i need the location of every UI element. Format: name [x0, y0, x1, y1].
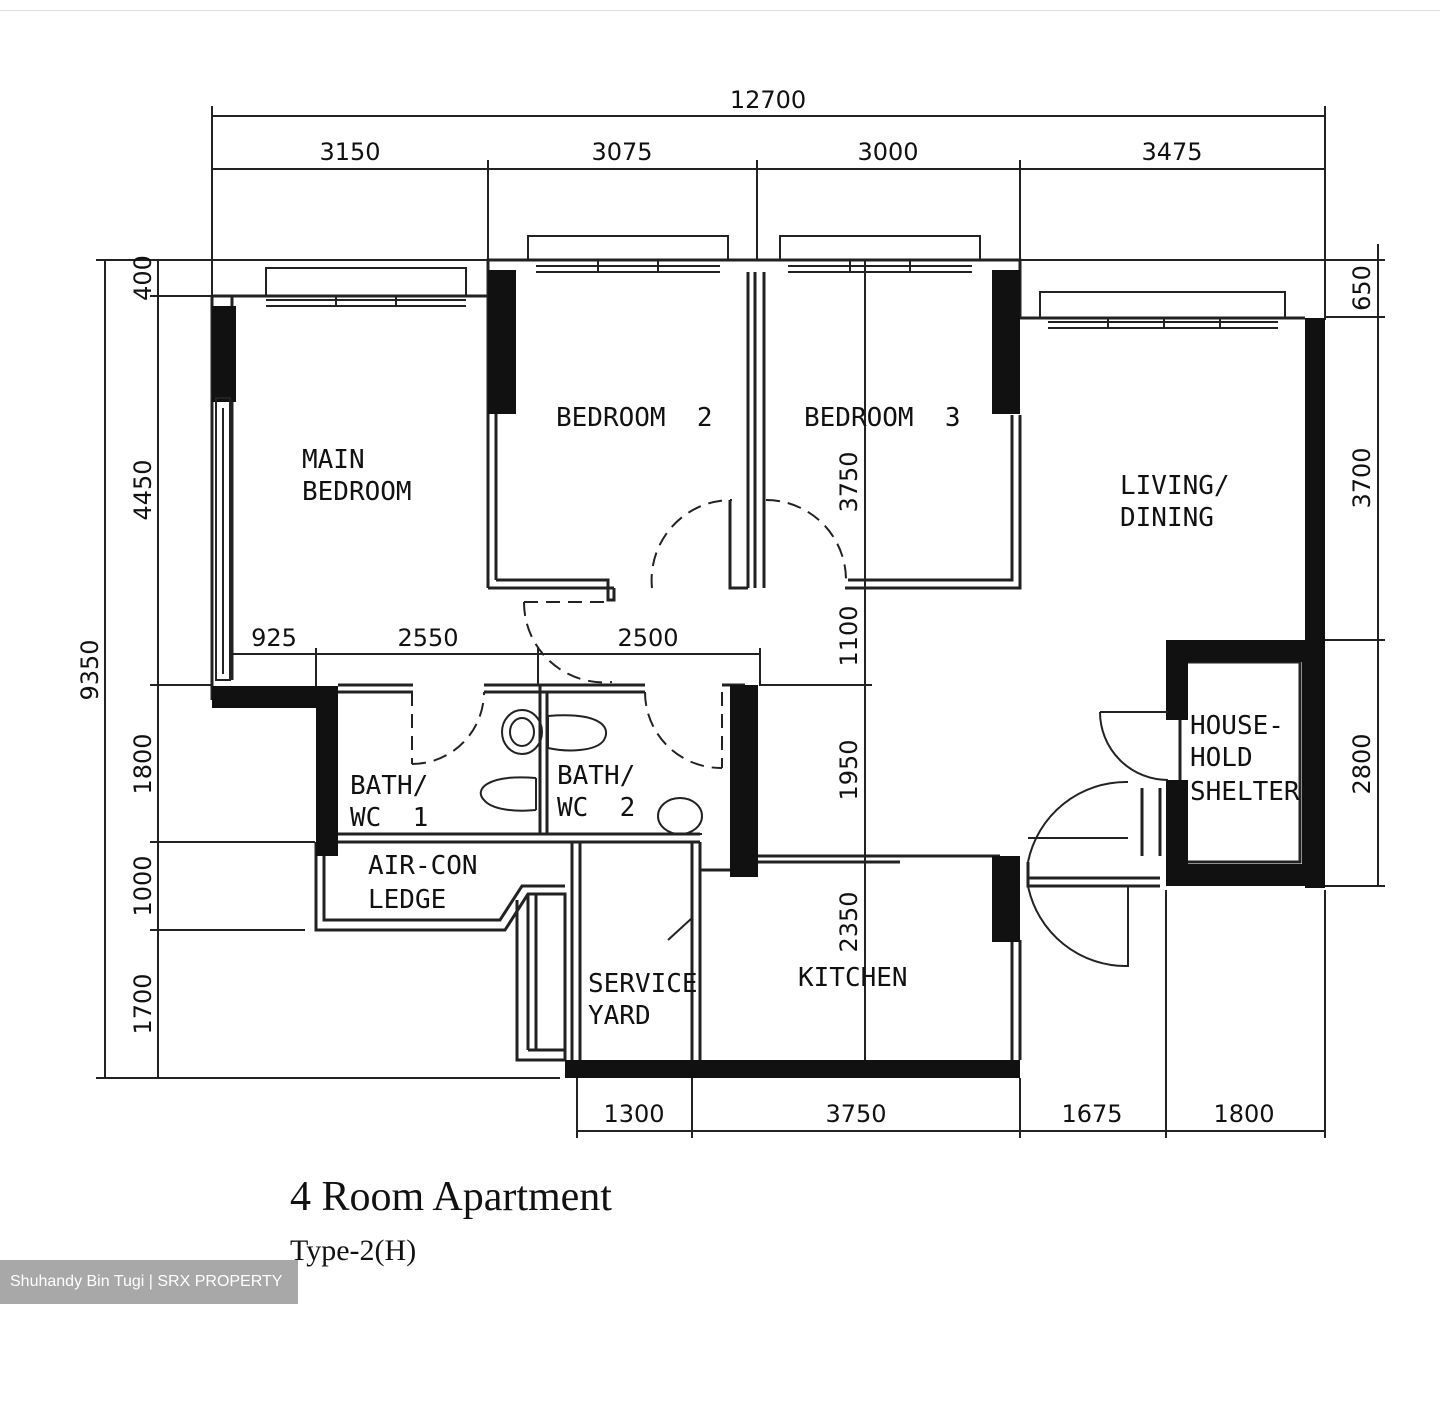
room-label-shelter-1: HOUSE- [1190, 711, 1284, 741]
room-label-service-1: SERVICE [588, 969, 698, 999]
dim-mid-3: 2500 [617, 624, 678, 652]
dim-mid-2: 2550 [397, 624, 458, 652]
dim-left-5: 1700 [129, 973, 157, 1034]
room-label-shelter-2: HOLD [1190, 743, 1253, 773]
room-label-bath2-2: WC 2 [557, 793, 635, 823]
dim-top-3: 3000 [857, 138, 918, 166]
room-labels: MAIN BEDROOM BEDROOM 2 BEDROOM 3 LIVING/… [302, 403, 1300, 1031]
room-label-living-2: DINING [1120, 503, 1214, 533]
dim-inner-v2: 1100 [835, 605, 863, 666]
dimension-lines [96, 106, 1385, 1138]
top-rule [0, 10, 1440, 11]
dim-left-total: 9350 [76, 639, 104, 700]
room-label-aircon-2: LEDGE [368, 885, 446, 915]
dimension-labels: 12700 3150 3075 3000 3475 9350 400 4450 … [76, 86, 1376, 1128]
dim-right-2: 3700 [1348, 447, 1376, 508]
dim-inner-v3: 1950 [835, 739, 863, 800]
credit-watermark: Shuhandy Bin Tugi | SRX PROPERTY [0, 1260, 298, 1304]
room-label-bath1-1: BATH/ [350, 771, 428, 801]
plan-title: 4 Room Apartment [290, 1174, 612, 1220]
dim-left-4: 1000 [129, 855, 157, 916]
dim-bottom-1: 1300 [603, 1100, 664, 1128]
dim-top-4: 3475 [1141, 138, 1202, 166]
dim-bottom-3: 1675 [1061, 1100, 1122, 1128]
dim-bottom-4: 1800 [1213, 1100, 1274, 1128]
room-label-aircon-1: AIR-CON [368, 851, 478, 881]
room-label-living-1: LIVING/ [1120, 471, 1230, 501]
room-label-main-bedroom-1: MAIN [302, 445, 365, 475]
room-label-bedroom-2: BEDROOM 2 [556, 403, 713, 433]
plan-subtitle: Type-2(H) [290, 1234, 416, 1267]
dim-inner-v1: 3750 [835, 451, 863, 512]
room-label-bath1-2: WC 1 [350, 803, 428, 833]
dim-right-1: 650 [1348, 265, 1376, 311]
dim-mid-1: 925 [251, 624, 297, 652]
room-label-kitchen: KITCHEN [798, 963, 908, 993]
dim-left-3: 1800 [129, 733, 157, 794]
walls [210, 235, 1325, 1078]
room-label-shelter-3: SHELTER [1190, 777, 1300, 807]
dim-inner-v4: 2350 [835, 891, 863, 952]
dim-bottom-2: 3750 [825, 1100, 886, 1128]
dim-top-1: 3150 [319, 138, 380, 166]
dim-total-width: 12700 [730, 86, 806, 114]
room-label-service-2: YARD [588, 1001, 651, 1031]
room-label-main-bedroom-2: BEDROOM [302, 477, 412, 507]
room-label-bath2-1: BATH/ [557, 761, 635, 791]
room-label-bedroom-3: BEDROOM 3 [804, 403, 961, 433]
dim-top-2: 3075 [591, 138, 652, 166]
dim-right-3: 2800 [1348, 733, 1376, 794]
dim-left-2: 4450 [129, 459, 157, 520]
dim-left-1: 400 [129, 255, 157, 301]
